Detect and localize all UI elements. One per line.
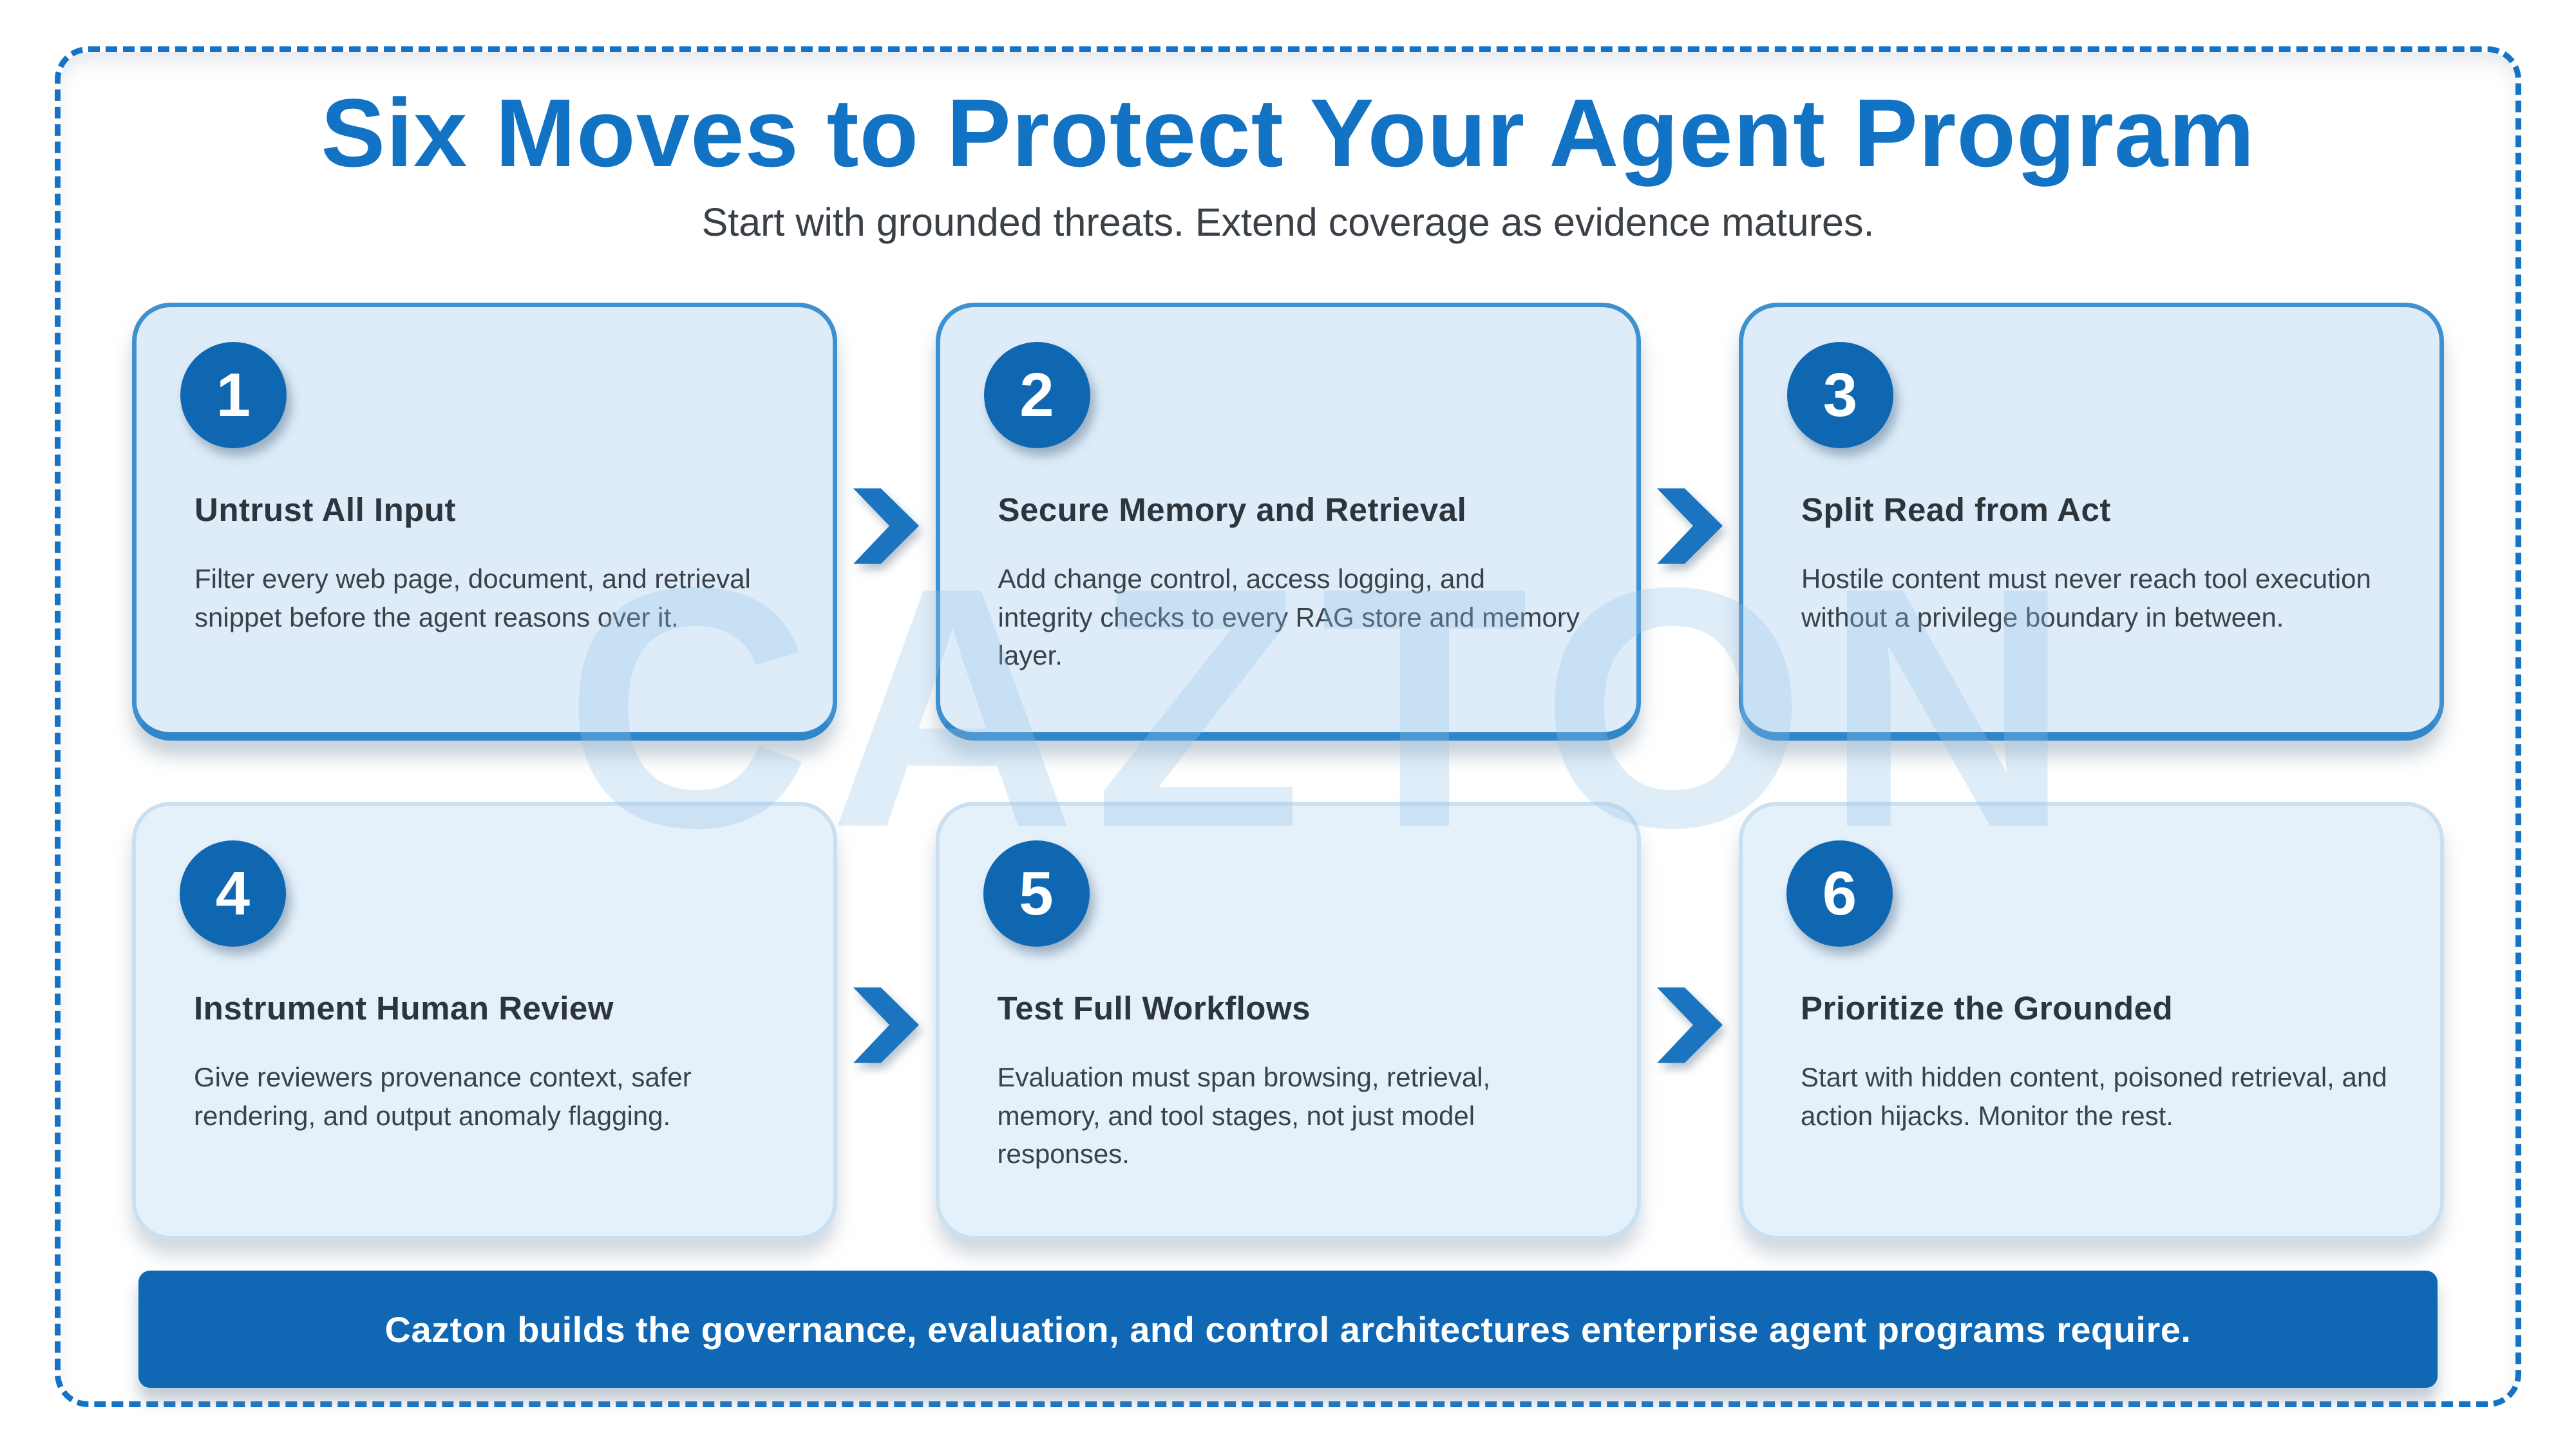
card-number-badge: 4: [180, 840, 286, 947]
arrow-right-icon: [853, 987, 920, 1063]
card-number-badge: 1: [180, 342, 287, 448]
page-subtitle: Start with grounded threats. Extend cove…: [701, 200, 1875, 244]
card-title: Untrust All Input: [194, 491, 457, 528]
arrow-right-icon: [1656, 488, 1723, 564]
card-3: 3 Split Read from Act Hostile content mu…: [1739, 303, 2444, 741]
cards-grid: 1 Untrust All Input Filter every web pag…: [132, 303, 2444, 1240]
card-2: 2 Secure Memory and Retrieval Add change…: [935, 303, 1641, 741]
card-title: Test Full Workflows: [997, 990, 1311, 1027]
card-body: Filter every web page, document, and ret…: [194, 564, 751, 632]
card-6: 6 Prioritize the Grounded Start with hid…: [1739, 802, 2444, 1240]
content-area: Six Moves to Protect Your Agent Program …: [55, 46, 2521, 1407]
card-title: Split Read from Act: [1801, 491, 2111, 528]
arrow-cell: [1649, 303, 1730, 741]
card-5: 5 Test Full Workflows Evaluation must sp…: [935, 802, 1641, 1240]
arrow-right-icon: [1656, 987, 1723, 1063]
card-number-badge: 2: [983, 342, 1090, 448]
card-body: Give reviewers provenance context, safer…: [194, 1062, 692, 1131]
page-title: Six Moves to Protect Your Agent Program: [321, 79, 2255, 187]
footer-text: Cazton builds the governance, evaluation…: [384, 1309, 2192, 1350]
card-body: Hostile content must never reach tool ex…: [1801, 564, 2371, 632]
card-body: Evaluation must span browsing, retrieval…: [997, 1062, 1491, 1170]
cards-row-2: 4 Instrument Human Review Give reviewers…: [132, 802, 2444, 1240]
arrow-right-icon: [853, 488, 920, 564]
arrow-cell: [846, 802, 927, 1240]
card-1: 1 Untrust All Input Filter every web pag…: [132, 303, 837, 741]
card-number-badge: 3: [1787, 342, 1893, 448]
card-body: Start with hidden content, poisoned retr…: [1801, 1062, 2387, 1131]
card-body: Add change control, access logging, and …: [998, 564, 1580, 671]
arrow-cell: [1649, 802, 1730, 1240]
cards-row-1: 1 Untrust All Input Filter every web pag…: [132, 303, 2444, 741]
footer-banner: Cazton builds the governance, evaluation…: [138, 1271, 2438, 1388]
card-title: Instrument Human Review: [194, 990, 614, 1027]
arrow-cell: [846, 303, 927, 741]
card-4: 4 Instrument Human Review Give reviewers…: [132, 802, 837, 1240]
card-title: Prioritize the Grounded: [1801, 990, 2174, 1027]
card-number-badge: 5: [983, 840, 1090, 947]
card-title: Secure Memory and Retrieval: [998, 491, 1467, 528]
card-number-badge: 6: [1786, 840, 1893, 947]
dotted-border-frame: [55, 46, 2521, 1407]
